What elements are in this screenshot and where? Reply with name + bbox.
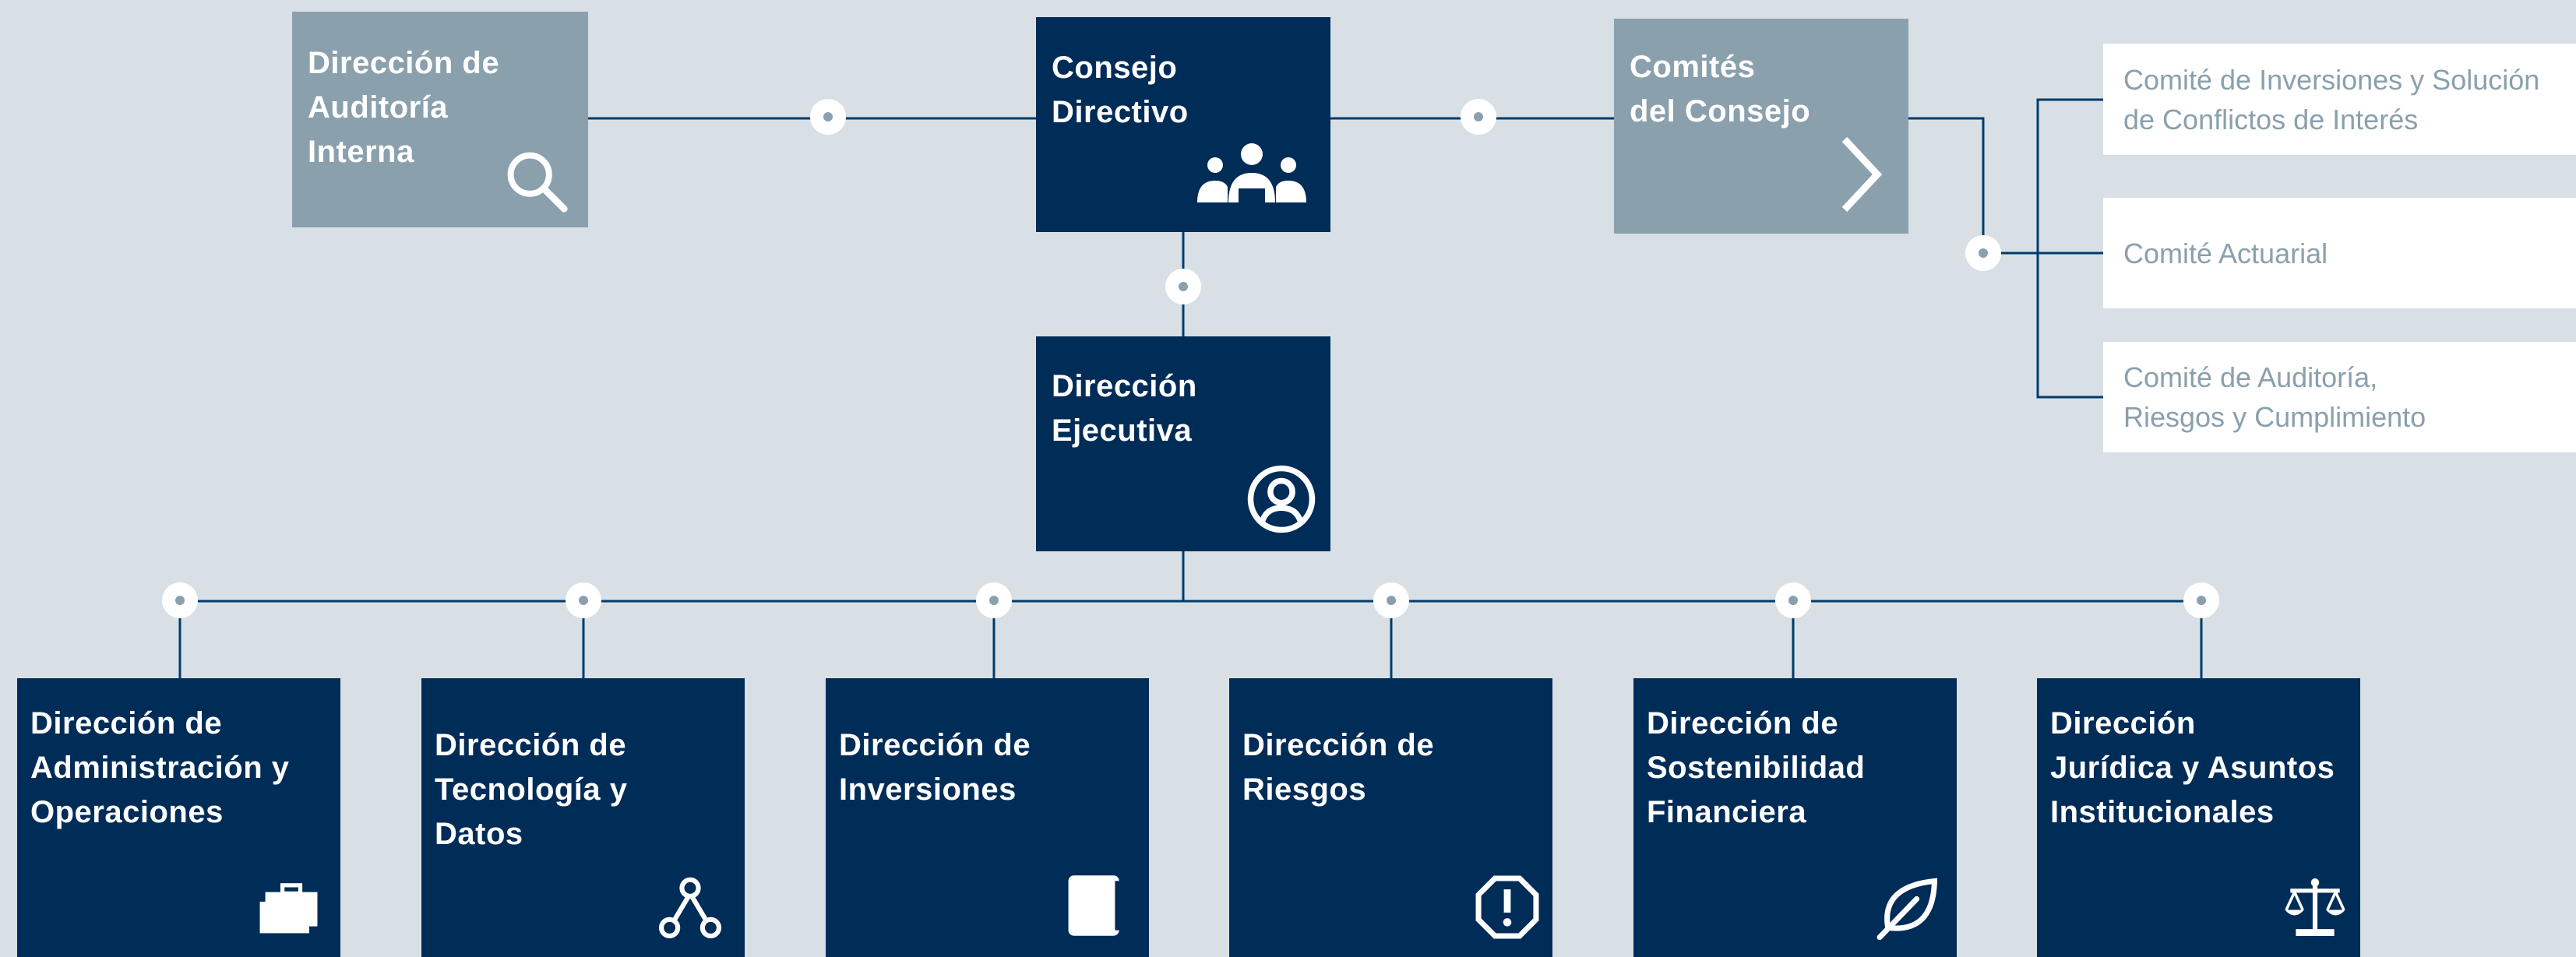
committee-actuarial[interactable]: Comité Actuarial (2103, 198, 2576, 308)
dept-sustainability-label: Dirección de Sostenibilidad Financiera (1647, 706, 1866, 829)
dept-legal-label: Dirección Jurídica y Asuntos Institucion… (2050, 706, 2335, 829)
connector-dot (2183, 582, 2219, 618)
search-icon (502, 147, 571, 216)
dept-sustainability-box[interactable]: Dirección de Sostenibilidad Financiera (1633, 678, 1957, 957)
scales-icon (2281, 873, 2349, 941)
committees-box[interactable]: Comités del Consejo (1614, 19, 1908, 234)
dept-risks-box[interactable]: Dirección de Riesgos (1229, 678, 1552, 957)
audit-direction-box[interactable]: Dirección de Auditoría Interna (292, 12, 588, 227)
audit-direction-label: Dirección de Auditoría Interna (308, 46, 500, 169)
executive-direction-label: Dirección Ejecutiva (1052, 369, 1197, 448)
committees-label: Comités del Consejo (1630, 50, 1811, 128)
connector-dot (162, 582, 198, 618)
leaf-icon (1874, 873, 1943, 941)
dept-administration-box[interactable]: Dirección de Administración y Operacione… (17, 678, 340, 957)
dept-investments-box[interactable]: Dirección de Inversiones (826, 678, 1149, 957)
dept-administration-label: Dirección de Administración y Operacione… (30, 706, 290, 829)
dept-technology-box[interactable]: Dirección de Tecnología y Datos (421, 678, 745, 957)
connector-dot (1165, 269, 1201, 304)
connector-dot (1373, 582, 1409, 618)
connector-dot (1965, 235, 2001, 271)
connector-dot (976, 582, 1012, 618)
alert-octagon-icon (1473, 873, 1542, 941)
briefcase-icon (252, 873, 320, 941)
connector-dot (1461, 99, 1496, 135)
board-label: Consejo Directivo (1052, 51, 1189, 129)
people-group-icon (1193, 140, 1310, 210)
book-icon (1060, 871, 1129, 940)
chevron-right-icon (1837, 135, 1884, 213)
dept-investments-label: Dirección de Inversiones (839, 728, 1031, 807)
dept-technology-label: Dirección de Tecnología y Datos (435, 728, 628, 851)
committee-audit-risk[interactable]: Comité de Auditoría, Riesgos y Cumplimie… (2103, 342, 2576, 452)
network-nodes-icon (656, 873, 724, 941)
executive-direction-box[interactable]: Dirección Ejecutiva (1036, 336, 1330, 551)
dept-legal-box[interactable]: Dirección Jurídica y Asuntos Institucion… (2037, 678, 2360, 957)
board-box[interactable]: Consejo Directivo (1036, 17, 1330, 232)
connector-dot (566, 582, 601, 618)
dept-risks-label: Dirección de Riesgos (1242, 728, 1435, 807)
connector-dot (1775, 582, 1811, 618)
committee-investments[interactable]: Comité de Inversiones y Solución de Conf… (2103, 44, 2576, 155)
connector-dot (810, 99, 846, 135)
user-circle-icon (1245, 463, 1318, 536)
